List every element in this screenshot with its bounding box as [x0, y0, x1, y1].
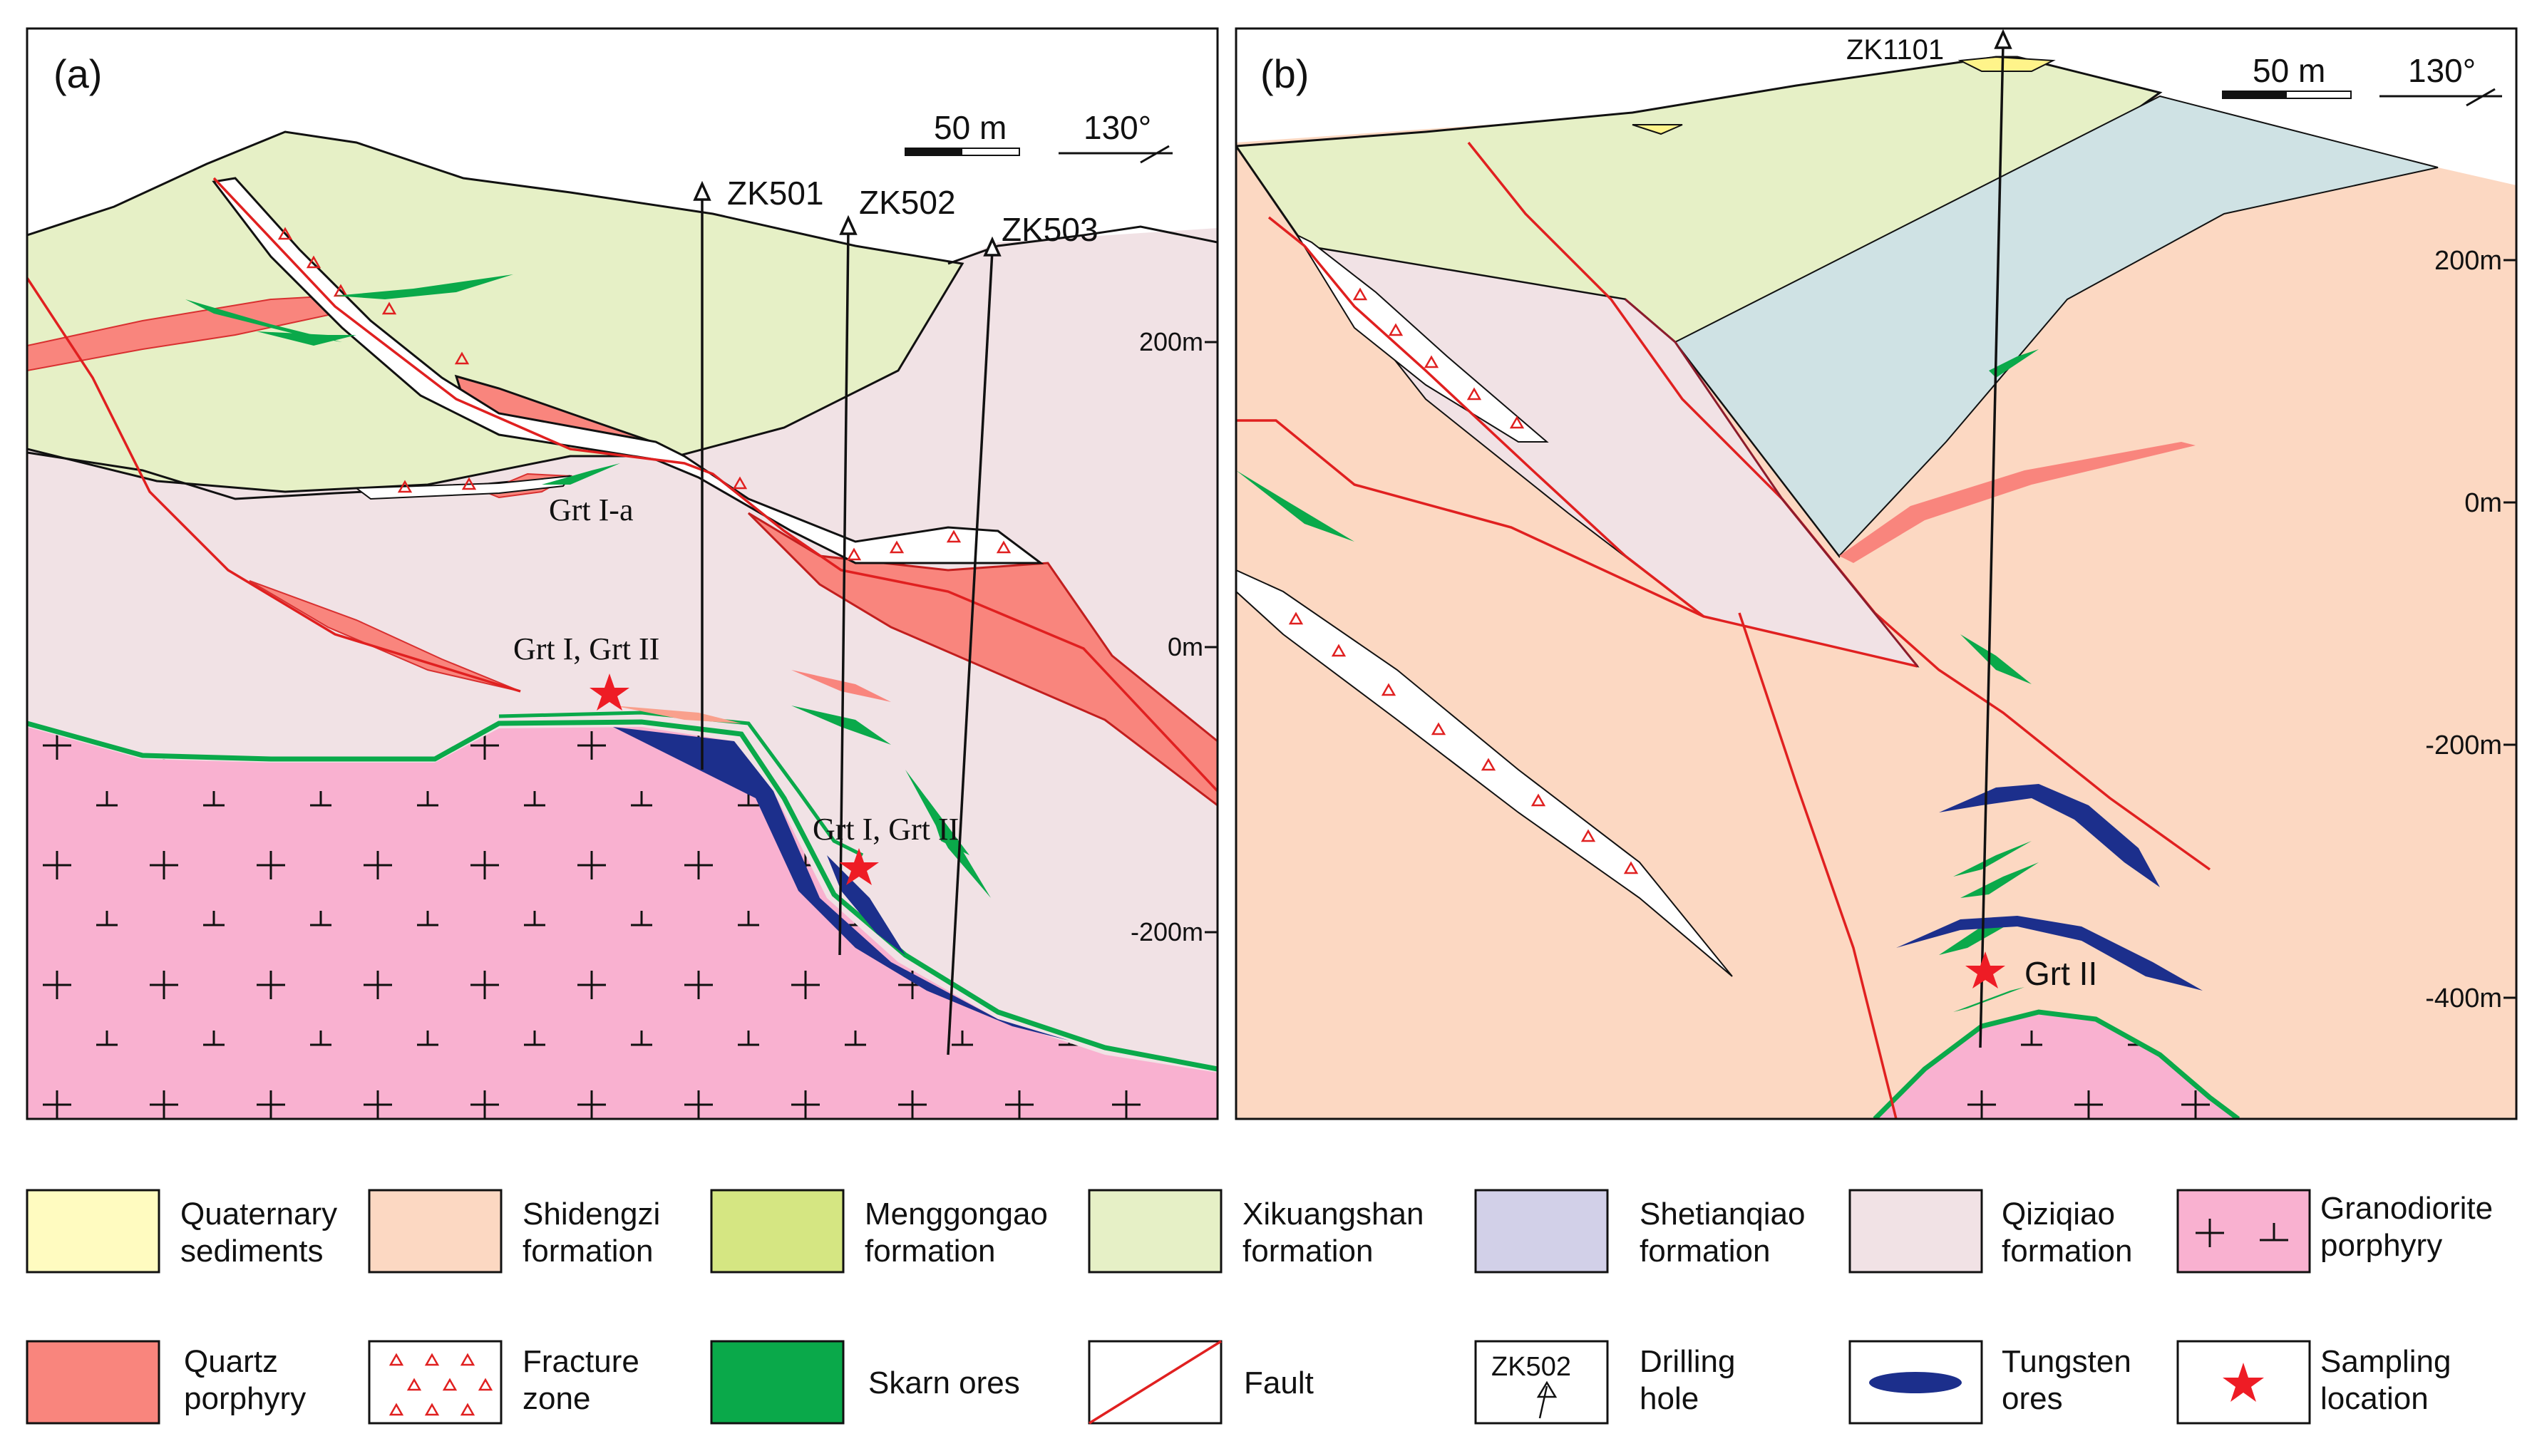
legend-label-tungsten-1: Tungsten — [2002, 1344, 2131, 1379]
legend-drill-swatch-text: ZK502 — [1491, 1352, 1571, 1382]
legend-label-sampling-1: Sampling — [2320, 1344, 2451, 1379]
drill-hole-label-zk501: ZK501 — [727, 175, 824, 212]
legend-label-drilling-2: hole — [1640, 1381, 1699, 1416]
svg-text:Drilling hole: Drilling hole — [1640, 1344, 1744, 1416]
elevation-label-a3: -200m — [1131, 917, 1203, 946]
sample-star-a1 — [590, 673, 629, 711]
legend-swatch-qiziqiao — [1848, 1189, 1983, 1274]
svg-text:Menggongao formation: Menggongao formation — [865, 1197, 1056, 1269]
elevation-label-b4: -400m — [2425, 983, 2502, 1013]
legend-swatch-skarn — [710, 1340, 845, 1425]
granodiorite-porphyry-a — [27, 727, 1218, 1119]
svg-text:Quaternary sediments: Quaternary sediments — [180, 1197, 346, 1269]
legend-label-fracture-2: zone — [523, 1381, 590, 1416]
elevation-label-a1: 200m — [1139, 327, 1203, 356]
legend-swatch-quaternary — [26, 1189, 160, 1274]
sample-label-grt-i-a: Grt I-a — [549, 492, 634, 527]
legend-label-sampling-2: location — [2320, 1381, 2429, 1416]
sample-label-a1: Grt I, Grt II — [513, 631, 659, 666]
legend-label-shetianqiao-2: formation — [1640, 1234, 1770, 1269]
tungsten-ore-b2 — [1896, 916, 2203, 991]
legend-label-quaternary-2: sediments — [180, 1234, 324, 1269]
sample-label-a2: Grt I, Grt II — [813, 812, 959, 847]
legend-label-quartz-2: porphyry — [184, 1381, 306, 1416]
panel-a: (a) 50 m 130° ZK501 ZK502 ZK503 200m 0m … — [26, 27, 1219, 1120]
panel-b-label: (b) — [1260, 51, 1309, 96]
legend-label-quaternary-1: Quaternary — [180, 1197, 337, 1232]
panel-a-label: (a) — [53, 51, 102, 96]
svg-text:Fracture zone: Fracture zone — [523, 1344, 648, 1416]
svg-text:Qiziqiao formation: Qiziqiao formation — [2002, 1197, 2132, 1269]
panel-b: (b) 50 m 130° ZK1101 200m 0m -200m -400m… — [1235, 27, 2518, 1120]
azimuth-label-a: 130° — [1084, 109, 1151, 146]
legend-label-xikuangshan-1: Xikuangshan — [1242, 1197, 1424, 1232]
fracture-zone-a — [212, 177, 1044, 564]
legend-label-shetianqiao-1: Shetianqiao — [1640, 1197, 1805, 1232]
drill-hole-label-zk502: ZK502 — [859, 184, 956, 221]
fracture-zone-b2 — [1236, 569, 1733, 977]
legend-label-menggongao-2: formation — [865, 1234, 995, 1269]
drill-hole-b — [1979, 29, 2012, 1048]
drill-holes-a — [693, 180, 1002, 1055]
legend-label-drilling-1: Drilling — [1640, 1344, 1735, 1379]
sample-star-b1 — [1965, 951, 2005, 988]
sample-star-a2 — [839, 848, 879, 885]
sample-label-b1: Grt II — [2024, 955, 2097, 992]
legend-label-tungsten-2: ores — [2002, 1381, 2063, 1416]
legend-label-menggongao-1: Menggongao — [865, 1197, 1048, 1232]
elevation-label-b3: -200m — [2425, 730, 2502, 760]
svg-text:Sampling location: Sampling location — [2320, 1344, 2460, 1416]
quaternary-sediments-b — [1957, 56, 2056, 72]
legend-label-granodiorite-2: porphyry — [2320, 1228, 2442, 1263]
legend: ZK502 Quaternary sediments Shidengzi for… — [26, 1189, 2501, 1425]
scale-label-b: 50 m — [2253, 52, 2325, 89]
legend-label-skarn: Skarn ores — [868, 1365, 1020, 1400]
svg-text:Shidengzi formation: Shidengzi formation — [523, 1197, 669, 1269]
tungsten-ore-b1 — [1939, 784, 2160, 887]
elevation-label-b2: 0m — [2464, 488, 2502, 518]
legend-label-fracture-1: Fracture — [523, 1344, 639, 1379]
svg-text:Tungsten ores: Tungsten ores — [2002, 1344, 2140, 1416]
legend-label-qiziqiao-2: formation — [2002, 1234, 2132, 1269]
legend-label-shidengzi-2: formation — [523, 1234, 653, 1269]
elevation-label-b1: 200m — [2434, 246, 2502, 276]
legend-swatch-shetianqiao — [1474, 1189, 1609, 1274]
quartz-porphyry-body-a — [747, 512, 1218, 807]
legend-label-quartz-1: Quartz — [184, 1344, 278, 1379]
legend-swatch-xikuangshan — [1088, 1189, 1223, 1274]
drill-hole-label-zk1101: ZK1101 — [1846, 34, 1944, 66]
legend-label-granodiorite-1: Granodiorite — [2320, 1191, 2493, 1226]
svg-text:Xikuangshan formation: Xikuangshan formation — [1242, 1197, 1433, 1269]
legend-label-fault: Fault — [1244, 1365, 1314, 1400]
svg-text:Shetianqiao formation: Shetianqiao formation — [1640, 1197, 1814, 1269]
elevation-label-a2: 0m — [1168, 632, 1203, 661]
legend-label-shidengzi-1: Shidengzi — [523, 1197, 660, 1232]
scale-label-a: 50 m — [934, 109, 1007, 146]
legend-swatch-menggongao — [710, 1189, 845, 1274]
fracture-zone-b1 — [1295, 233, 1549, 443]
drill-hole-label-zk503: ZK503 — [1002, 211, 1098, 248]
svg-text:Granodiorite porphyry: Granodiorite porphyry — [2320, 1191, 2501, 1263]
azimuth-label-b: 130° — [2408, 52, 2476, 89]
legend-swatch-granodiorite — [2176, 1189, 2311, 1274]
svg-text:Quartz porphyry: Quartz porphyry — [184, 1344, 306, 1416]
skarn-boundary-a — [27, 719, 1218, 1072]
legend-label-xikuangshan-2: formation — [1242, 1234, 1373, 1269]
legend-swatch-quartz-porphyry — [26, 1340, 160, 1425]
legend-swatch-shidengzi — [368, 1189, 503, 1274]
legend-label-qiziqiao-1: Qiziqiao — [2002, 1197, 2115, 1232]
